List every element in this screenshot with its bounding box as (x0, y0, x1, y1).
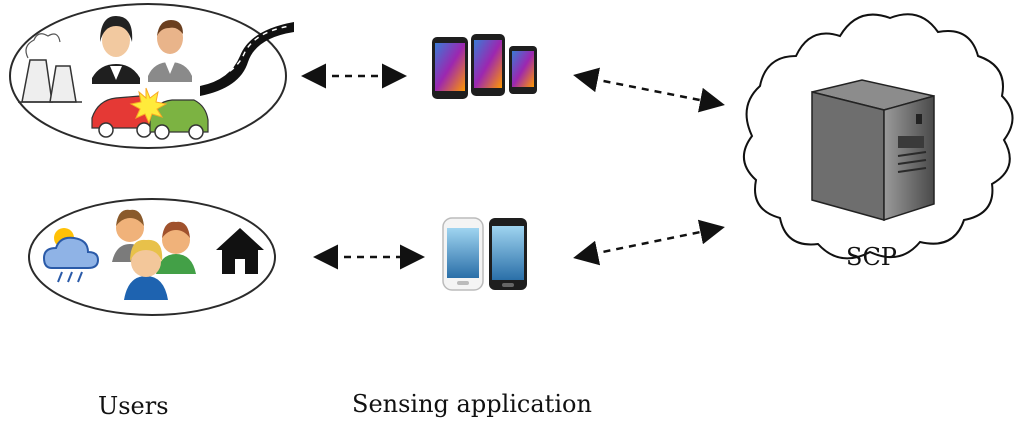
users-group-top (9, 3, 294, 149)
users-label: Users (98, 392, 169, 420)
smartphones-top (432, 34, 537, 99)
smartphone-icon (471, 34, 505, 96)
sensing-application-label: Sensing application (352, 390, 592, 418)
businesswoman-icon (92, 16, 140, 84)
users-group-bottom (28, 198, 276, 316)
businessman-icon (148, 20, 192, 82)
car-crash-icon (91, 87, 209, 140)
server-tower-icon (811, 79, 935, 222)
power-plant-icon (18, 33, 82, 103)
arrow-phones-bottom-to-scp (573, 219, 725, 266)
arrows (301, 63, 725, 270)
scp-label: SCP (846, 243, 897, 271)
smartphone-icon (489, 218, 527, 290)
people-group-icon (112, 209, 196, 300)
weather-icon (42, 228, 100, 283)
smartphone-icon (432, 37, 468, 99)
smartphone-icon (509, 46, 537, 94)
smartphone-icon (442, 217, 484, 291)
arrow-phones-top-to-scp (573, 67, 725, 113)
home-icon (216, 228, 264, 274)
road-icon (200, 22, 294, 96)
smartphones-bottom (442, 217, 527, 291)
